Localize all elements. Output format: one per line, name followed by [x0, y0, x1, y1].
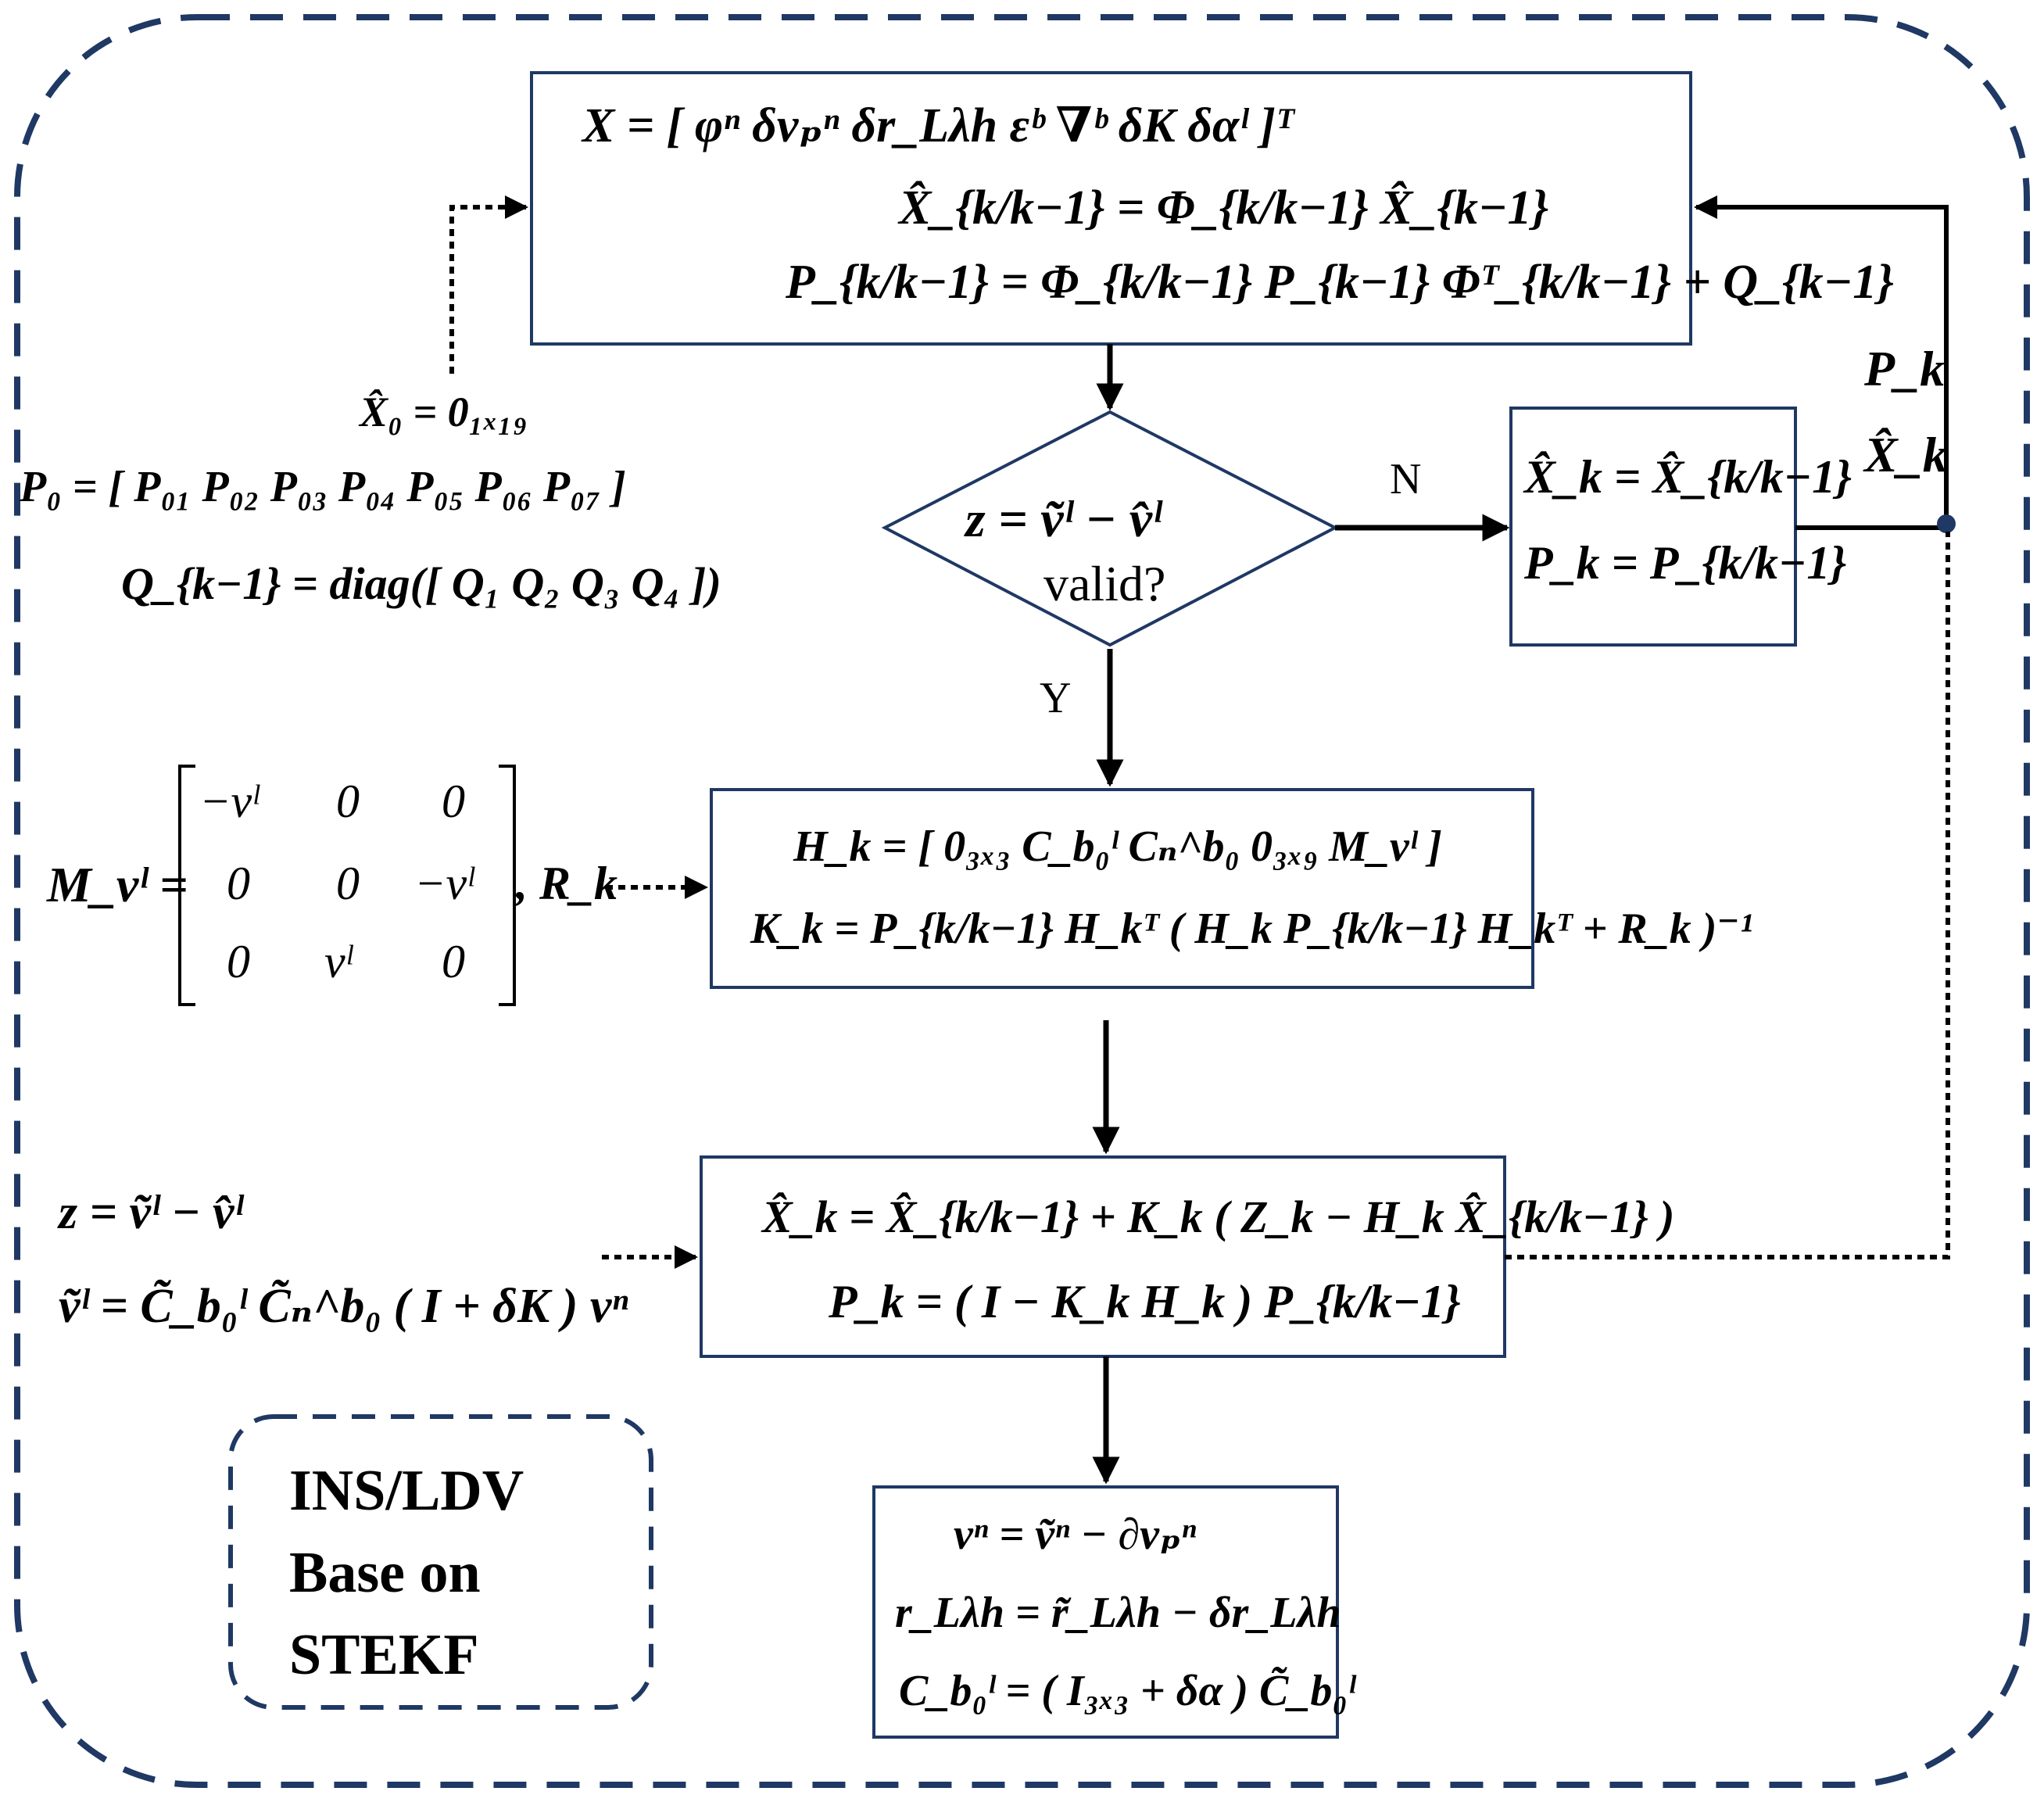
predict-state-vector: X = [ φⁿ δvₚⁿ δr_Lλh εᵇ ∇ᵇ δK δαˡ ]ᵀ: [582, 99, 1294, 152]
correct-position: r_Lλh = r̃_Lλh − δr_Lλh: [895, 1589, 1341, 1637]
update-covariance: P_k = ( I − K_k H_k ) P_{k/k−1}: [829, 1276, 1461, 1327]
predict-box: [530, 71, 1692, 346]
feedback-covariance-label: P_k: [1864, 341, 1946, 396]
matrix-cell-r1c2: −vˡ: [414, 858, 474, 909]
matrix-cell-r0c0: −vˡ: [199, 776, 259, 827]
update-box: [700, 1155, 1506, 1358]
feedback-state-label: X̂_k: [1864, 427, 1948, 482]
decision-no-label: N: [1390, 455, 1422, 503]
matrix-tail: , R_k: [516, 858, 618, 909]
measurement-residual: z = ṽˡ − v̂ˡ: [59, 1186, 243, 1239]
outer-frame: [14, 14, 2030, 1788]
process-noise: Q_{k−1} = diag([ Q₁ Q₂ Q₃ Q₄ ]): [121, 558, 721, 609]
matrix-cell-r2c1: vˡ: [324, 936, 352, 987]
kalman-gain: K_k = P_{k/k−1} H_kᵀ ( H_k P_{k/k−1} H_k…: [750, 905, 1753, 953]
matrix-cell-r1c0: 0: [227, 858, 250, 909]
junction-dot: [1937, 514, 1956, 533]
initial-covariance: P₀ = [ P₀₁ P₀₂ P₀₃ P₀₄ P₀₅ P₀₆ P₀₇ ]: [20, 463, 626, 511]
decision-diamond: [881, 410, 1339, 647]
title-line-2: Base on: [289, 1541, 481, 1605]
correct-velocity: vⁿ = ṽⁿ − ∂vₚⁿ: [954, 1510, 1197, 1559]
decision-equation: z = ṽˡ − v̂ˡ: [965, 491, 1162, 548]
correct-box: [872, 1485, 1339, 1739]
matrix-lhs: M_vˡ =: [47, 857, 188, 912]
matrix-cell-r1c1: 0: [336, 858, 360, 909]
title-line-3: STEKF: [289, 1623, 479, 1687]
dotted-init-to-predict: [449, 195, 528, 374]
matrix-cell-r2c2: 0: [442, 936, 465, 987]
dotted-update-to-feedback: [1505, 532, 1950, 1259]
title-box: [228, 1414, 653, 1710]
matrix-cell-r2c0: 0: [227, 936, 250, 987]
predict-covariance-equation: P_{k/k−1} = Φ_{k/k−1} P_{k−1} Φᵀ_{k/k−1}…: [786, 256, 1894, 309]
matrix-cell-r0c2: 0: [442, 776, 465, 827]
predict-state-equation: X̂_{k/k−1} = Φ_{k/k−1} X̂_{k−1}: [899, 181, 1549, 235]
matrix-left-bracket: [178, 765, 195, 1006]
feedback-line: [1694, 195, 1949, 530]
initial-state: X̂₀ = 0₁ₓ₁₉: [360, 389, 528, 435]
correct-attitude: C_b₀ˡ = ( I₃ₓ₃ + δα ) C̃_b₀ˡ: [899, 1667, 1355, 1715]
decision-yes-label: Y: [1040, 674, 1072, 722]
measured-velocity: ṽˡ = C̃_b₀ˡ C̃ₙ^b₀ ( I + δK ) vⁿ: [59, 1280, 628, 1333]
update-state: X̂_k = X̂_{k/k−1} + K_k ( Z_k − H_k X̂_{…: [762, 1191, 1675, 1242]
no-update-state: X̂_k = X̂_{k/k−1}: [1524, 451, 1852, 503]
no-update-covariance: P_k = P_{k/k−1}: [1524, 537, 1847, 589]
matrix-cell-r0c1: 0: [336, 776, 360, 827]
no-update-box: [1509, 407, 1797, 647]
title-line-1: INS/LDV: [289, 1459, 524, 1523]
matrix-right-bracket: [499, 765, 516, 1006]
gain-box: [710, 788, 1534, 989]
decision-question: valid?: [1043, 556, 1166, 611]
measurement-matrix: H_k = [ 0₃ₓ₃ C_b₀ˡ Cₙ^b₀ 0₃ₓ₉ M_vˡ ]: [793, 822, 1442, 871]
